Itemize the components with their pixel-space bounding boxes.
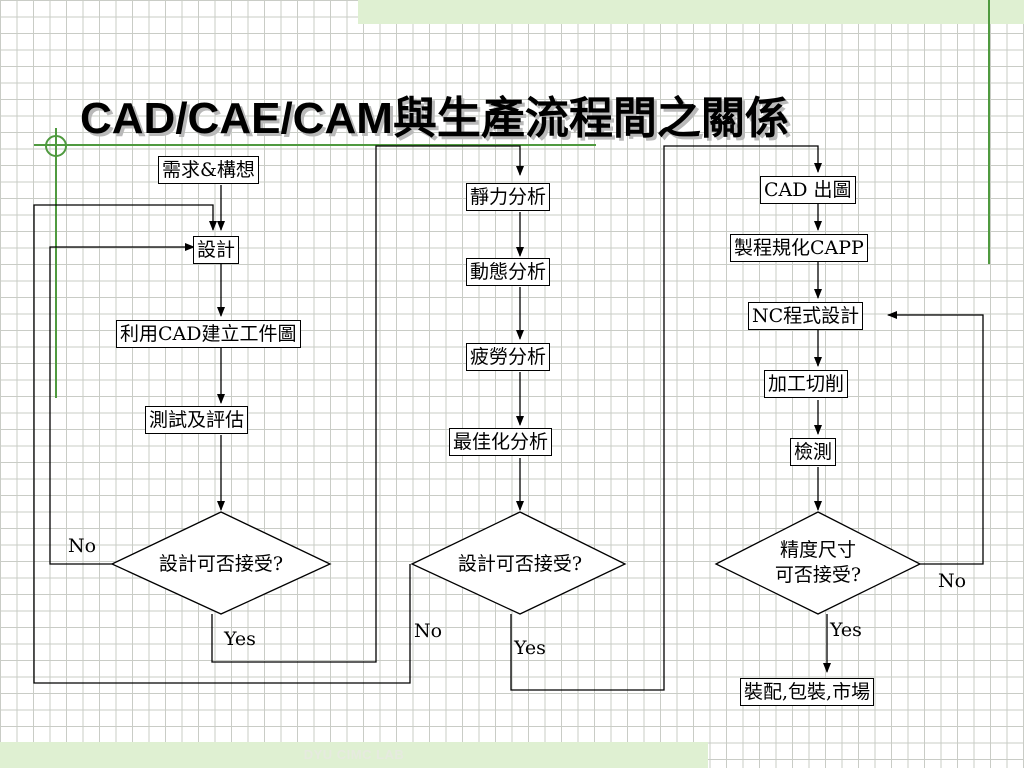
left-accent-line bbox=[55, 128, 57, 398]
capp-box: 製程規化CAPP bbox=[730, 234, 868, 262]
title-circle-decoration bbox=[45, 135, 67, 157]
static-analysis-box: 靜力分析 bbox=[466, 183, 551, 211]
cad-modeling-box: 利用CAD建立工件圖 bbox=[116, 320, 301, 348]
precision-no-label: No bbox=[938, 570, 967, 592]
precision-decision-label: 精度尺寸 可否接受? bbox=[738, 538, 898, 588]
requirements-box: 需求&構想 bbox=[158, 156, 259, 184]
test-evaluate-box: 測試及評估 bbox=[145, 406, 249, 434]
cad-drawing-box: CAD 出圖 bbox=[760, 176, 856, 204]
fatigue-analysis-box: 疲勞分析 bbox=[466, 343, 551, 371]
final-stage-box: 裝配,包裝,市場 bbox=[740, 678, 875, 706]
slide-title: CAD/CAE/CAM與生產流程間之關係 bbox=[80, 94, 789, 143]
design-no-label-1: No bbox=[68, 535, 97, 557]
title-underline bbox=[34, 144, 596, 146]
design-decision-label-2: 設計可否接受? bbox=[457, 553, 583, 575]
machining-box: 加工切削 bbox=[764, 370, 849, 398]
dynamic-analysis-box: 動態分析 bbox=[466, 258, 551, 286]
optimization-analysis-box: 最佳化分析 bbox=[449, 428, 553, 456]
precision-decision-diamond bbox=[714, 511, 922, 615]
design-decision-diamond-2 bbox=[410, 511, 627, 615]
precision-yes-label: Yes bbox=[830, 619, 862, 641]
design-decision-label-1: 設計可否接受? bbox=[158, 553, 284, 575]
inspection-box: 檢測 bbox=[790, 438, 837, 466]
design-yes-label-1: Yes bbox=[224, 628, 256, 650]
design-box: 設計 bbox=[193, 236, 240, 264]
nc-programming-box: NC程式設計 bbox=[748, 302, 864, 330]
footer-lab-name: DYU CIMC LAB bbox=[303, 747, 405, 762]
precision-decision-line-2: 可否接受? bbox=[774, 564, 862, 586]
right-accent-line bbox=[988, 0, 990, 264]
design-yes-label-2: Yes bbox=[514, 637, 546, 659]
design-decision-diamond-1 bbox=[110, 511, 332, 615]
precision-decision-line-1: 精度尺寸 bbox=[779, 539, 856, 561]
top-accent-band bbox=[358, 0, 1024, 24]
bottom-accent-band bbox=[0, 742, 708, 768]
design-no-label-2: No bbox=[414, 620, 443, 642]
